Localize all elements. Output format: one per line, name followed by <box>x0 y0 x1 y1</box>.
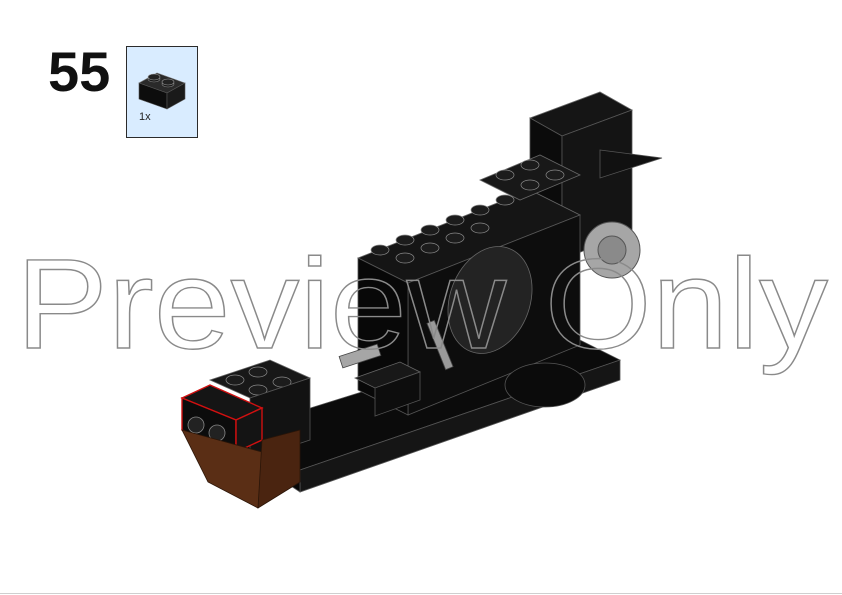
part-quantity: 1x <box>139 111 151 123</box>
page-bottom-rule <box>0 593 842 594</box>
parts-callout: 1x <box>126 46 198 138</box>
brick-1x2-icon <box>138 72 186 110</box>
step-number: 55 <box>48 40 111 103</box>
